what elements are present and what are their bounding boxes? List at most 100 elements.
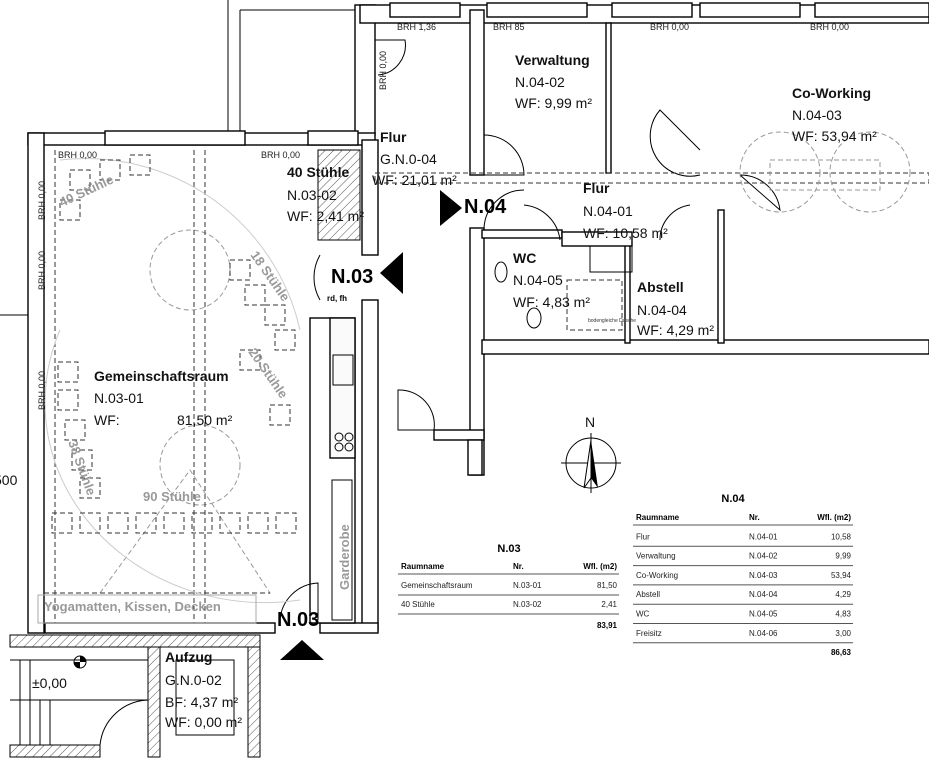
seating-label: 38 Stühle xyxy=(65,438,99,497)
table-cell: N.04-04 xyxy=(749,590,778,599)
brh-label: BRH 85 xyxy=(493,22,525,32)
storage-label: Yogamatten, Kissen, Decken xyxy=(44,599,221,614)
table-row: Verwaltung N.04-02 9,99 xyxy=(633,552,853,567)
unit-n03-bottom-label: N.03 xyxy=(277,609,319,631)
room-name: Co-Working xyxy=(792,85,871,101)
room-area: WF: 9,99 m² xyxy=(515,95,592,111)
brh-label: BRH 0,00 xyxy=(37,181,47,220)
room-flur-g[interactable]: Flur G.N.0-04 WF: 21,01 m² xyxy=(372,129,457,188)
table-cell: N.04-06 xyxy=(749,629,778,638)
room-area: WF: 2,41 m² xyxy=(287,208,364,224)
table-cell: N.04-05 xyxy=(749,610,778,619)
table-header: Wfl. (m2) xyxy=(817,513,851,522)
room-area: WF: 0,00 m² xyxy=(165,714,242,730)
unit-n04-label: N.04 xyxy=(464,196,507,218)
table-cell: Gemeinschaftsraum xyxy=(401,581,473,590)
windows xyxy=(104,2,929,146)
room-area: WF: 21,01 m² xyxy=(372,172,457,188)
room-area: WF: 53,94 m² xyxy=(792,128,877,144)
table-cell: 10,58 xyxy=(831,532,852,541)
table-row: Co-Working N.04-03 53,94 xyxy=(633,571,853,586)
table-cell: 4,83 xyxy=(835,610,851,619)
n03-bottom-arrow xyxy=(280,640,324,660)
room-name: Abstell xyxy=(637,279,684,295)
room-area-label: WF: xyxy=(94,412,120,428)
table-total: 83,91 xyxy=(597,621,618,630)
brh-label: BRH 1,36 xyxy=(397,22,436,32)
room-area: 81,50 m² xyxy=(177,412,233,428)
room-number: N.04-01 xyxy=(583,203,633,219)
seating-label: 90 Stühle xyxy=(143,489,201,504)
unit-n03-label: N.03 xyxy=(331,266,373,288)
table-cell: Verwaltung xyxy=(636,552,676,561)
table-total: 86,63 xyxy=(831,648,852,657)
room-40-stuehle[interactable]: 40 Stühle N.03-02 WF: 2,41 m² xyxy=(287,164,364,224)
doors xyxy=(99,39,781,746)
north-label: N xyxy=(585,414,595,430)
table-cell: Co-Working xyxy=(636,571,678,580)
room-name: Verwaltung xyxy=(515,52,590,68)
room-number: G.N.0-02 xyxy=(165,672,222,688)
door-note: rd, fh xyxy=(327,294,347,303)
room-flur-n04[interactable]: Flur N.04-01 WF: 10,58 m² xyxy=(583,180,668,241)
area-table-n03: N.03 Raumname Nr. Wfl. (m2) Gemeinschaft… xyxy=(398,543,619,630)
table-title: N.03 xyxy=(497,543,520,555)
room-name: Flur xyxy=(583,180,610,196)
brh-label: BRH 0,00 xyxy=(650,22,689,32)
table-header: Nr. xyxy=(749,513,760,522)
room-abstell[interactable]: Abstell N.04-04 WF: 4,29 m² xyxy=(637,279,714,338)
table-header: Raumname xyxy=(636,513,680,522)
table-cell: 2,41 xyxy=(601,600,617,609)
seating-label: 40 Stühle xyxy=(57,172,116,210)
level-label: ±0,00 xyxy=(32,675,67,691)
room-aufzug[interactable]: Aufzug G.N.0-02 BF: 4,37 m² WF: 0,00 m² xyxy=(165,649,242,730)
room-name: Aufzug xyxy=(165,649,212,665)
room-gemeinschaftsraum[interactable]: Gemeinschaftsraum N.03-01 WF: 81,50 m² xyxy=(94,368,233,428)
brh-label: BRH 0,00 xyxy=(261,150,300,160)
room-name: Flur xyxy=(380,129,407,145)
table-cell: N.04-01 xyxy=(749,532,778,541)
room-name: 40 Stühle xyxy=(287,164,349,180)
table-cell: N.03-01 xyxy=(513,581,542,590)
table-cell: Abstell xyxy=(636,590,660,599)
brh-label: BRH 0,00 xyxy=(37,371,47,410)
room-area: WF: 4,83 m² xyxy=(513,294,590,310)
room-name: WC xyxy=(513,250,536,266)
room-wc[interactable]: WC N.04-05 WF: 4,83 m² bodengleiche Dusc… xyxy=(513,250,636,324)
table-header: Nr. xyxy=(513,562,524,571)
room-number: N.03-01 xyxy=(94,390,144,406)
room-coworking[interactable]: Co-Working N.04-03 WF: 53,94 m² xyxy=(792,85,877,144)
room-verwaltung[interactable]: Verwaltung N.04-02 WF: 9,99 m² xyxy=(515,52,592,111)
seating-label: 20 Stühle xyxy=(246,345,291,401)
table-cell: 81,50 xyxy=(597,581,618,590)
room-number: N.04-02 xyxy=(515,74,565,90)
table-cell: 9,99 xyxy=(835,552,851,561)
n04-entry-arrow xyxy=(440,190,462,226)
table-cell: 3,00 xyxy=(835,629,851,638)
room-area: WF: 4,29 m² xyxy=(637,322,714,338)
room-number: N.04-05 xyxy=(513,272,563,288)
room-area: WF: 10,58 m² xyxy=(583,225,668,241)
table-cell: 53,94 xyxy=(831,571,852,580)
table-cell: N.04-02 xyxy=(749,552,778,561)
table-cell: N.04-03 xyxy=(749,571,778,580)
n03-entry-arrow xyxy=(380,252,403,294)
room-bf: BF: 4,37 m² xyxy=(165,694,238,710)
dimension-label: 500 xyxy=(0,472,18,488)
room-number: G.N.0-04 xyxy=(380,151,437,167)
brh-label: BRH 0,00 xyxy=(58,150,97,160)
table-header: Wfl. (m2) xyxy=(583,562,617,571)
seating-label: 18 Stühle xyxy=(248,248,293,304)
table-header: Raumname xyxy=(401,562,445,571)
shower-label: bodengleiche Dusche xyxy=(588,318,636,324)
north-arrow: N xyxy=(561,414,621,493)
